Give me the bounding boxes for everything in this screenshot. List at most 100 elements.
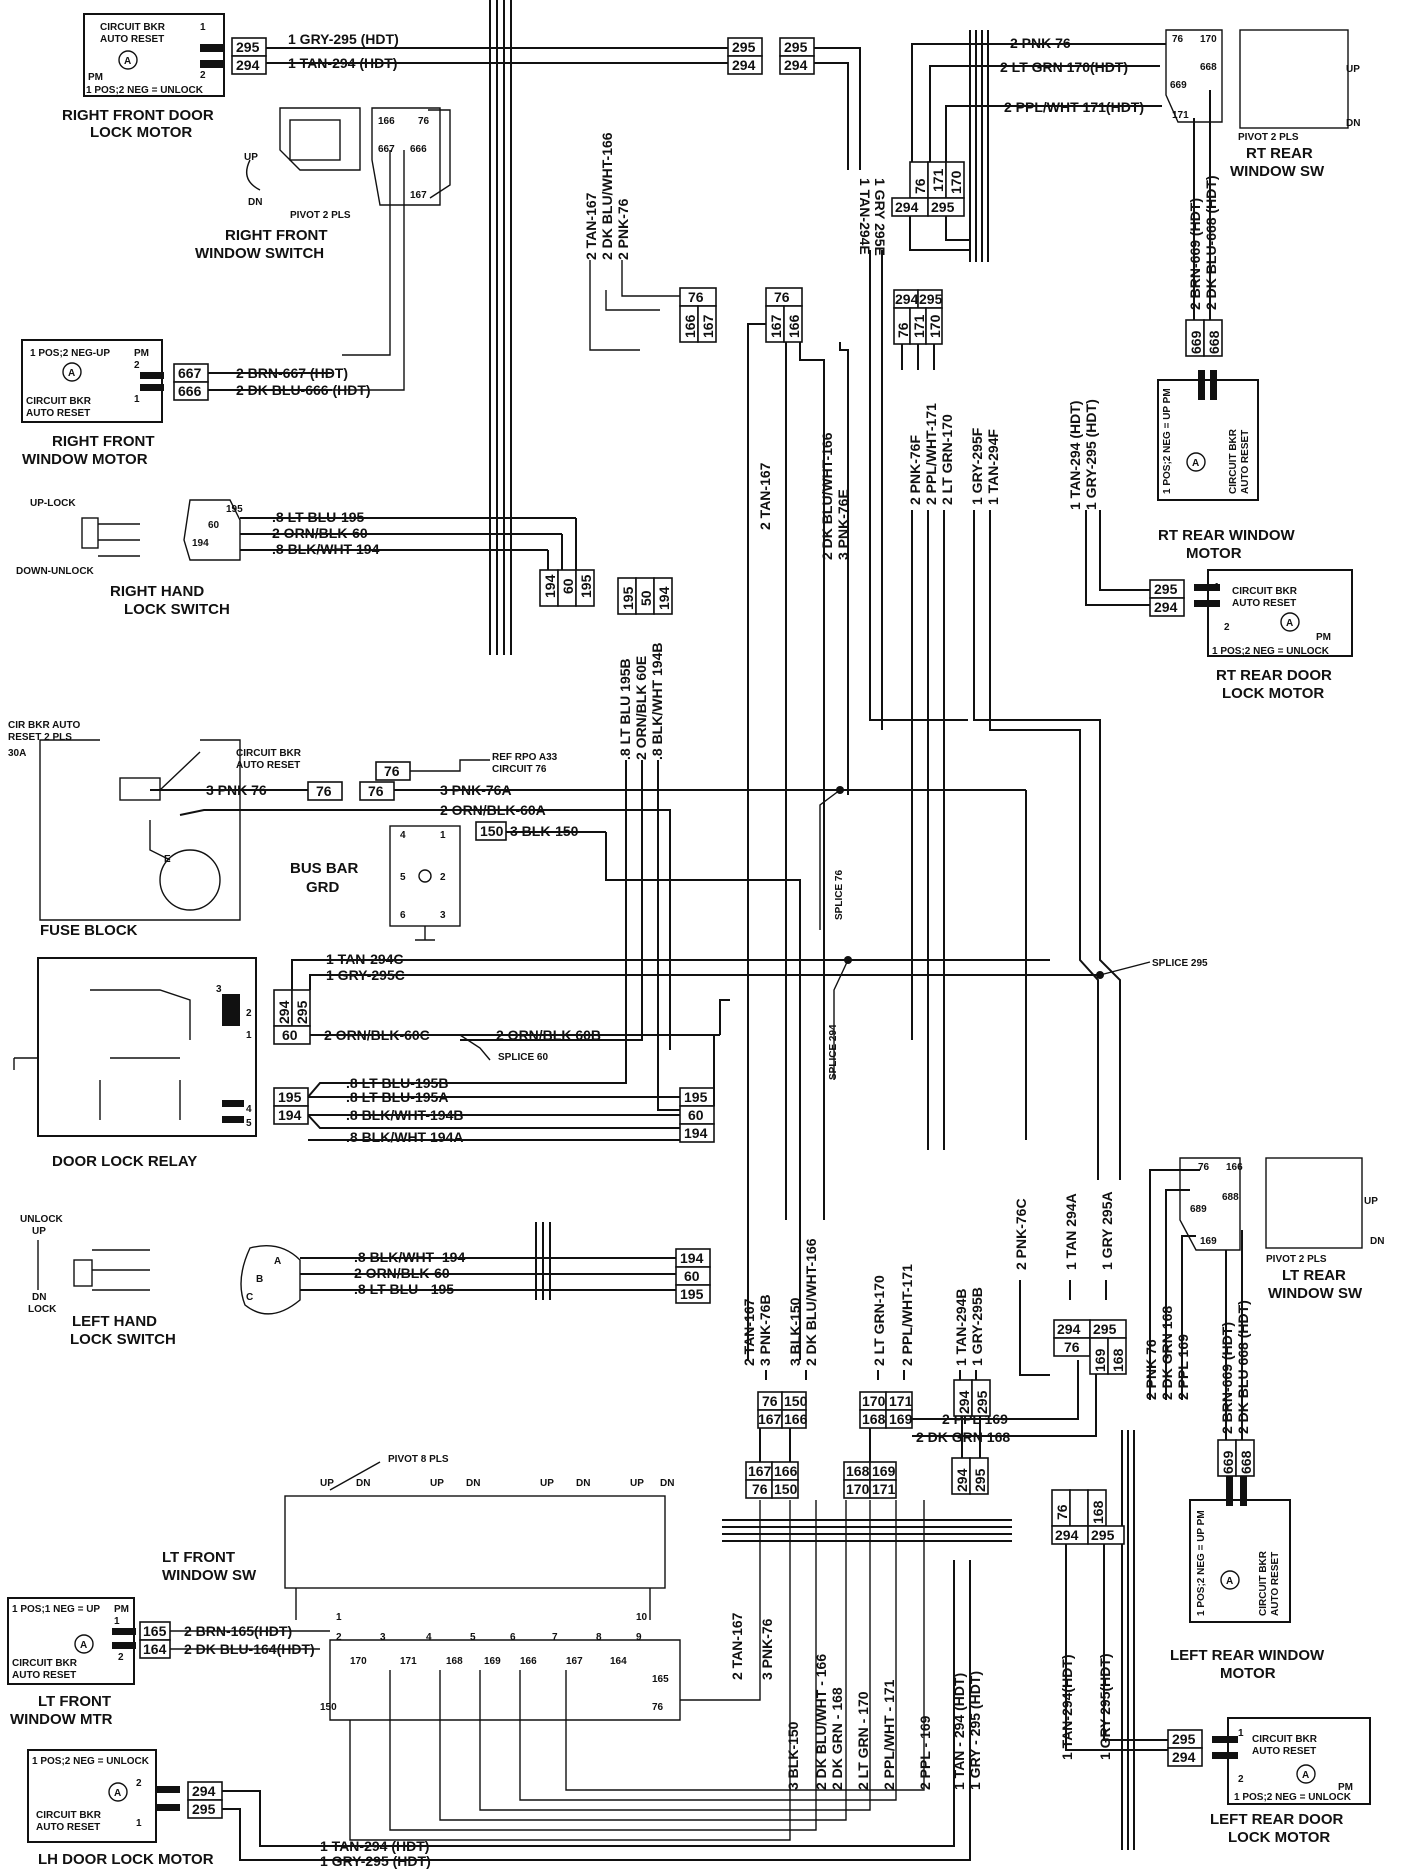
svg-text:60: 60	[208, 520, 220, 531]
svg-text:CIRCUIT BKR: CIRCUIT BKR	[1232, 586, 1298, 597]
svg-text:1: 1	[1238, 1728, 1244, 1739]
svg-text:AUTO RESET: AUTO RESET	[36, 1822, 100, 1833]
svg-text:76: 76	[895, 322, 911, 338]
svg-text:167: 167	[758, 1411, 782, 1427]
lr-lock-connector-group: 76 168 294 295	[1051, 1489, 1125, 1545]
fuse-76-connectors: 76 76 76	[307, 761, 411, 801]
svg-text:2 ORN/BLK 60B: 2 ORN/BLK 60B	[496, 1027, 601, 1043]
svg-text:1 TAN 294A: 1 TAN 294A	[1063, 1193, 1079, 1270]
svg-text:294: 294	[956, 1390, 972, 1414]
lf-mtr-terminal-block: 170 171 168 169 166 167 164 165 150 76	[320, 1639, 681, 1721]
svg-text:DN: DN	[32, 1292, 46, 1303]
svg-text:PIVOT 2 PLS: PIVOT 2 PLS	[1266, 1254, 1327, 1265]
svg-text:2 DK BLU/WHT - 166: 2 DK BLU/WHT - 166	[813, 1654, 829, 1790]
svg-text:2 PNK-76: 2 PNK-76	[615, 198, 631, 260]
relay-connector-b: 195 194	[273, 1087, 309, 1125]
svg-text:171: 171	[930, 168, 946, 192]
svg-text:2 PNK-76C: 2 PNK-76C	[1013, 1198, 1029, 1270]
svg-text:4: 4	[400, 830, 406, 841]
harness-bundle-lh-lock	[535, 1222, 551, 1300]
svg-text:2 PPL/WHT-171: 2 PPL/WHT-171	[899, 1264, 915, 1366]
rf-switch-wires: 2 TAN-167 2 DK BLU/WHT-166 2 PNK-76 76 1…	[583, 132, 717, 351]
svg-text:295: 295	[919, 291, 943, 307]
rt-rear-door-lock-motor: CIRCUIT BKR AUTO RESET 1 2 A PM 1 POS;2 …	[1194, 569, 1353, 702]
svg-text:669: 669	[1170, 80, 1187, 91]
svg-text:76: 76	[752, 1481, 768, 1497]
svg-text:76: 76	[1054, 1504, 1070, 1520]
lt-front-window-motor: 1 POS;1 NEG = UP PM 1 2 A CIRCUIT BKR AU…	[7, 1597, 136, 1728]
harness-bundle-lower-horizontal	[722, 1519, 1012, 1542]
svg-text:5: 5	[470, 1632, 476, 1643]
svg-text:166: 166	[378, 116, 395, 127]
svg-text:2 DK GRN - 168: 2 DK GRN - 168	[829, 1687, 845, 1790]
svg-text:8: 8	[596, 1632, 602, 1643]
svg-text:76: 76	[368, 783, 384, 799]
svg-text:WINDOW SWITCH: WINDOW SWITCH	[195, 245, 324, 262]
svg-text:76: 76	[1198, 1162, 1210, 1173]
svg-text:PM: PM	[1316, 632, 1331, 643]
svg-text:.8 BLK/WHT-194B: .8 BLK/WHT-194B	[346, 1107, 463, 1123]
svg-text:170: 170	[350, 1656, 367, 1667]
svg-text:171: 171	[872, 1481, 896, 1497]
lt-rear-window-switch: 76 166 688 689 169 UP DN PIVOT 2 PLS LT …	[1179, 1157, 1384, 1302]
lh-lock-connector: 194 60 195	[675, 1248, 711, 1304]
svg-text:RT REAR: RT REAR	[1246, 145, 1313, 162]
svg-text:1: 1	[134, 394, 140, 405]
splice-294: SPLICE 294	[828, 956, 852, 1080]
svg-text:30A: 30A	[8, 748, 26, 759]
svg-text:2 PPL/WHT - 171: 2 PPL/WHT - 171	[881, 1679, 897, 1790]
svg-text:A: A	[1226, 1576, 1233, 1587]
svg-text:CIRCUIT BKR: CIRCUIT BKR	[1228, 428, 1239, 494]
svg-text:AUTO RESET: AUTO RESET	[1270, 1552, 1281, 1616]
svg-text:.8 LT BLU-195: .8 LT BLU-195	[272, 509, 365, 525]
svg-text:A: A	[274, 1256, 281, 1267]
svg-text:171: 171	[889, 1393, 913, 1409]
svg-text:CIRCUIT BKR: CIRCUIT BKR	[1252, 1734, 1318, 1745]
svg-text:2 TAN-167: 2 TAN-167	[729, 1612, 745, 1680]
svg-text:164: 164	[610, 1656, 627, 1667]
fuse-block: CIR BKR AUTO RESET 2 PLS 30A CIRCUIT BKR…	[8, 720, 302, 939]
svg-text:MOTOR: MOTOR	[1220, 1665, 1276, 1682]
svg-text:2: 2	[136, 1778, 142, 1789]
svg-text:1: 1	[1214, 582, 1220, 593]
harness-bundle-left	[489, 0, 512, 655]
relay-in-connector: 195 60 194	[679, 1087, 715, 1143]
svg-text:6: 6	[400, 910, 406, 921]
svg-text:166: 166	[786, 314, 802, 338]
svg-text:DN: DN	[660, 1478, 674, 1489]
top-mid-connector: 295 294 295 294	[727, 37, 815, 75]
svg-text:DN: DN	[248, 197, 262, 208]
svg-text:3 BLK-150: 3 BLK-150	[787, 1297, 803, 1366]
svg-text:LEFT REAR DOOR: LEFT REAR DOOR	[1210, 1811, 1343, 1828]
svg-text:BUS BAR: BUS BAR	[290, 860, 359, 877]
splice-76: SPLICE 76	[819, 786, 845, 930]
svg-text:195: 195	[680, 1286, 704, 1302]
svg-text:1 POS;2 NEG = UP PM: 1 POS;2 NEG = UP PM	[1162, 388, 1173, 494]
svg-text:7: 7	[552, 1632, 558, 1643]
svg-text:76: 76	[1172, 34, 1184, 45]
svg-text:2 PPL 169: 2 PPL 169	[1175, 1334, 1191, 1400]
svg-text:1 TAN-294(HDT): 1 TAN-294(HDT)	[1059, 1654, 1075, 1760]
svg-text:76: 76	[384, 763, 400, 779]
svg-text:195: 195	[278, 1089, 302, 1105]
svg-text:2 TAN-167: 2 TAN-167	[741, 1298, 757, 1366]
svg-text:76: 76	[316, 783, 332, 799]
svg-text:2 DK GRN 168: 2 DK GRN 168	[1159, 1306, 1175, 1400]
svg-text:DN: DN	[576, 1478, 590, 1489]
svg-text:SPLICE 294: SPLICE 294	[828, 1024, 839, 1080]
svg-text:LOCK: LOCK	[28, 1304, 57, 1315]
svg-text:295: 295	[972, 1468, 988, 1492]
svg-text:195: 195	[226, 504, 243, 515]
svg-text:167: 167	[748, 1463, 772, 1479]
svg-text:PIVOT 2 PLS: PIVOT 2 PLS	[290, 210, 351, 221]
svg-text:DOWN-UNLOCK: DOWN-UNLOCK	[16, 566, 95, 577]
svg-text:667: 667	[178, 365, 202, 381]
svg-text:UP: UP	[1364, 1196, 1378, 1207]
svg-text:A: A	[114, 1788, 121, 1799]
svg-text:669: 669	[1220, 1450, 1236, 1474]
svg-text:170: 170	[1200, 34, 1217, 45]
svg-text:295: 295	[236, 39, 260, 55]
svg-text:150: 150	[480, 823, 504, 839]
svg-text:4: 4	[426, 1632, 432, 1643]
svg-text:2 DK GRN 168: 2 DK GRN 168	[916, 1429, 1010, 1445]
